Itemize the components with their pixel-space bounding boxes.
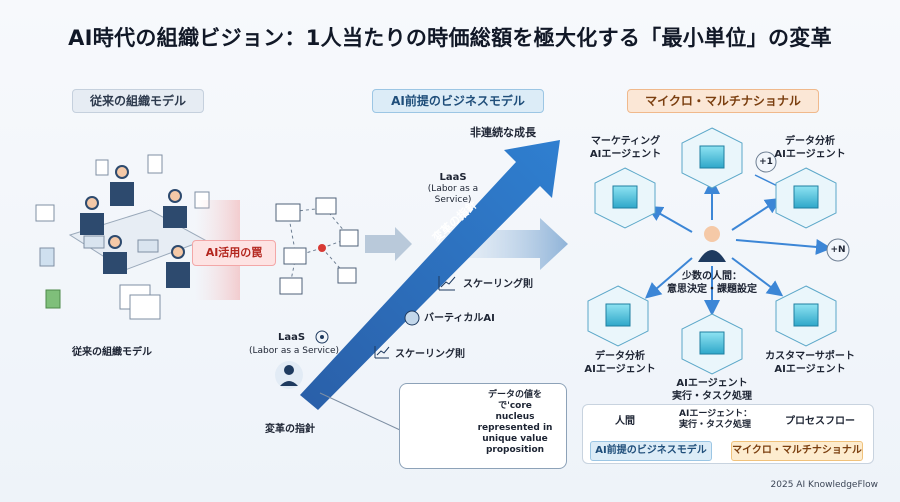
agent-label-data-analysis-top: データ分析 AIエージェント	[770, 135, 850, 161]
legend-tag-ai-business: AI前提のビジネスモデル	[590, 441, 712, 461]
transformation-person-label: 変革の指針	[265, 424, 315, 435]
hub-arrows	[644, 178, 832, 316]
insight-line-6: proposition	[485, 445, 545, 455]
plus-one-label: +1	[759, 157, 773, 167]
traditional-caption: 従来の組織モデル	[72, 347, 152, 358]
legend-agent-line-1: AIエージェント：	[679, 409, 753, 419]
insight-line-4: represented in	[477, 423, 553, 433]
plus-n-label: +N	[830, 245, 846, 255]
agent-hexagon-top	[681, 127, 743, 189]
agent-title-customer-support: カスタマーサポート	[765, 351, 855, 362]
agent-title-execution: AIエージェント	[676, 378, 748, 389]
growth-arrow-icon	[300, 140, 560, 410]
legend-agent-line-2: 実行・タスク処理	[679, 420, 752, 430]
page-title: AI時代の組織ビジョン：1人当たりの時価総額を極大化する「最小単位」の変革	[68, 26, 832, 50]
agent-hexagon-data-analysis-top	[775, 167, 837, 229]
laas-bottom-sub: (Labor as a Service)	[249, 346, 340, 356]
legend-human-label: 人間	[615, 416, 635, 427]
laas-top-sub1: (Labor as a	[427, 184, 479, 194]
insight-line-5: unique value	[482, 434, 548, 444]
scaling-chart-icon	[438, 276, 456, 291]
agent-label-marketing: マーケティング AIエージェント	[578, 135, 673, 161]
center-human-icon	[698, 226, 726, 262]
legend-agent-label: AIエージェント： 実行・タスク処理	[679, 409, 752, 431]
agent-sub-execution: 実行・タスク処理	[672, 391, 752, 402]
brain-icon	[404, 310, 420, 326]
plus-n-badge	[826, 238, 850, 262]
section-label-micro-multinational: マイクロ・マルチナショナル	[627, 89, 819, 113]
section-label-ai-business: AI前提のビジネスモデル	[372, 89, 544, 113]
hub-center-line-1: 少数の人間：	[682, 271, 742, 282]
agent-title-marketing: マーケティング	[590, 136, 661, 147]
scaling-law-bottom: スケーリング則	[395, 349, 465, 360]
hub-center-line-2: 意思決定・課題設定	[667, 284, 757, 295]
agent-sub-marketing: AIエージェント	[589, 149, 662, 160]
ai-trap-label: AI活用の罠	[192, 240, 276, 266]
agent-sub-data-analysis-bottom: AIエージェント	[584, 364, 656, 375]
section-label-traditional: 従来の組織モデル	[72, 89, 204, 113]
laas-top-label: LaaS	[439, 172, 467, 183]
agent-title-data-analysis-bottom: データ分析	[595, 351, 645, 362]
gear-chat-icon	[315, 330, 329, 344]
agent-label-customer-support: カスタマーサポート AIエージェント	[760, 350, 860, 376]
laas-top-sub2: Service)	[434, 195, 472, 205]
chart-icon	[374, 346, 390, 359]
scaling-law-top: スケーリング則	[463, 279, 533, 290]
agent-hexagon-customer-support	[775, 285, 837, 347]
legend-flow-label: プロセスフロー	[785, 416, 855, 427]
plus-one-badge	[755, 151, 777, 173]
insight-text: データの値を で'core nucleus represented in uni…	[470, 390, 560, 456]
traditional-office-illustration	[35, 154, 210, 320]
agent-hexagon-marketing	[594, 167, 656, 229]
transformation-person-icon	[275, 361, 303, 389]
agent-label-execution: AIエージェント 実行・タスク処理	[670, 377, 754, 403]
connector-line	[319, 392, 401, 431]
growth-label: 非連続な成長	[470, 126, 536, 139]
vertical-ai-label: バーティカルAI	[424, 313, 495, 324]
footer-copyright: 2025 AI KnowledgeFlow	[770, 480, 878, 490]
laas-bottom-label: LaaS	[278, 332, 306, 343]
hub-center-label: 少数の人間： 意思決定・課題設定	[660, 270, 764, 296]
insight-line-1: データの値を	[487, 390, 542, 400]
insight-line-2: で'core	[498, 401, 532, 411]
process-network-nodes	[275, 197, 359, 295]
legend-tag-micro-multinational: マイクロ・マルチナショナル	[731, 441, 863, 461]
agent-title-data-analysis-top: データ分析	[785, 136, 835, 147]
insight-box	[399, 383, 567, 469]
agent-sub-data-analysis-top: AIエージェント	[774, 149, 846, 160]
insight-line-3: nucleus	[495, 412, 535, 422]
agent-sub-customer-support: AIエージェント	[774, 364, 846, 375]
flow-chevron-icon	[365, 227, 412, 261]
agent-hexagon-execution	[681, 313, 743, 375]
agent-label-data-analysis-bottom: データ分析 AIエージェント	[580, 350, 660, 376]
agent-hexagon-data-analysis-bottom	[587, 285, 649, 347]
